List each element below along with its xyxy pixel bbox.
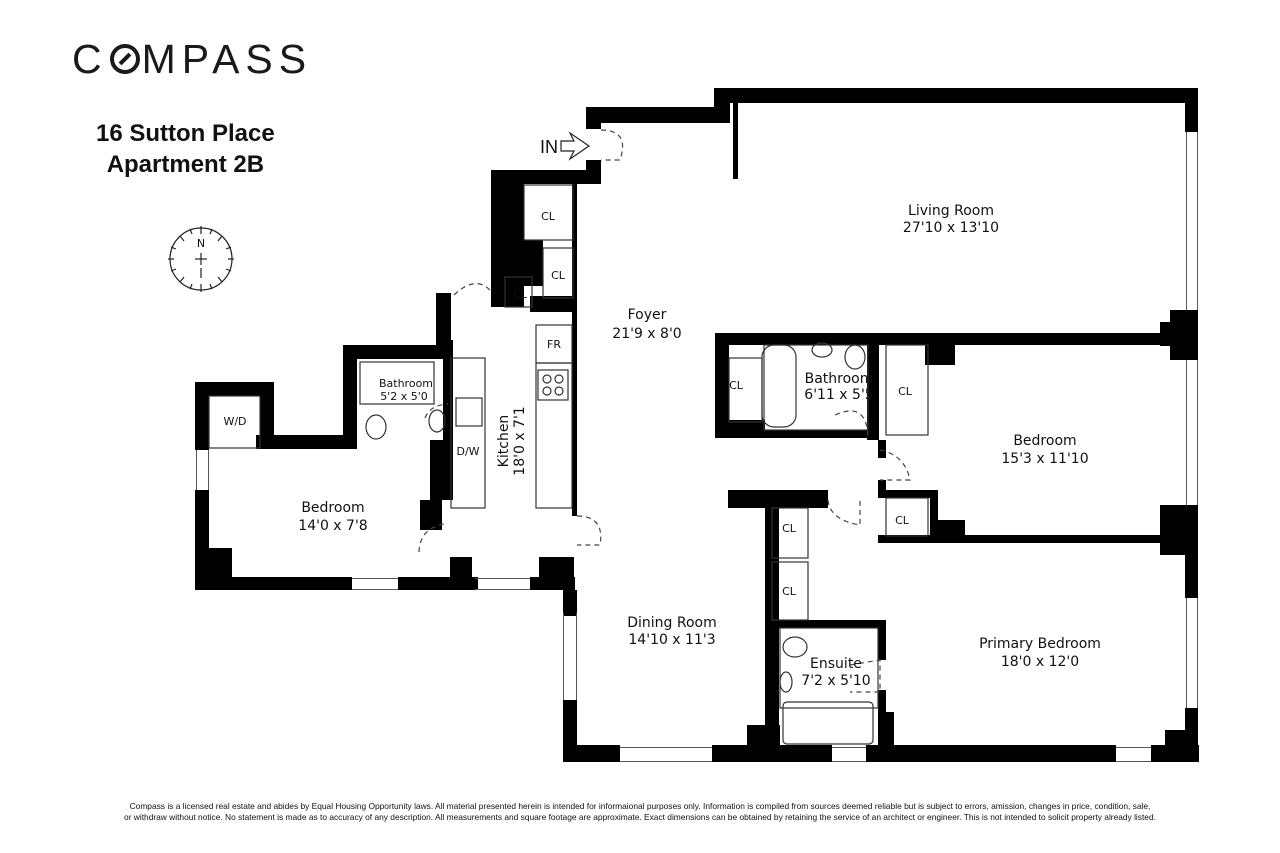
closet-label: CL xyxy=(898,385,913,398)
room-name: Ensuite xyxy=(810,656,862,672)
room-name: Bathroom xyxy=(379,377,433,390)
room-dims: 18'0 x 12'0 xyxy=(1001,654,1079,670)
compass-rose-icon xyxy=(168,226,234,292)
room-name: Bathroom xyxy=(805,371,874,387)
closet-label: CL xyxy=(895,514,910,527)
room-name: Primary Bedroom xyxy=(979,636,1101,652)
closet-label: CL xyxy=(782,522,797,535)
room-name: Kitchen xyxy=(496,415,512,468)
room-dims: 6'11 x 5'5 xyxy=(804,387,873,403)
room-ensuite: Ensuite 7'2 x 5'10 xyxy=(801,656,870,689)
compass-logo: C MPASS xyxy=(72,36,312,83)
room-dims: 27'10 x 13'10 xyxy=(903,220,999,236)
compass-north-label: N xyxy=(197,237,205,250)
room-bathroom-left: Bathroom 5'2 x 5'0 xyxy=(379,377,433,403)
room-dining-room: Dining Room 14'10 x 11'3 xyxy=(627,615,717,648)
room-name: Bedroom xyxy=(1013,433,1076,449)
logo-o-icon xyxy=(109,44,140,74)
disclaimer-line-2: or withdraw without notice. No statement… xyxy=(124,812,1156,822)
room-dims: 14'10 x 11'3 xyxy=(628,632,715,648)
entry-label: IN xyxy=(540,137,558,157)
logo-letter-c: C xyxy=(72,36,108,82)
room-dims: 18'0 x 7'1 xyxy=(512,406,528,475)
walls xyxy=(195,88,1199,762)
room-primary-bedroom: Primary Bedroom 18'0 x 12'0 xyxy=(979,636,1101,670)
room-foyer: Foyer 21'9 x 8'0 xyxy=(612,307,681,342)
room-dims: 14'0 x 7'8 xyxy=(298,518,367,534)
closet-label: CL xyxy=(782,585,797,598)
room-name: Bedroom xyxy=(301,500,364,516)
closet-label: CL xyxy=(551,269,566,282)
door-swings xyxy=(418,129,911,693)
legal-disclaimer: Compass is a licensed real estate and ab… xyxy=(20,801,1260,823)
fixtures xyxy=(208,184,929,745)
dishwasher-label: D/W xyxy=(456,445,479,458)
room-name: Living Room xyxy=(908,203,994,219)
room-dims: 5'2 x 5'0 xyxy=(380,390,428,403)
room-name: Dining Room xyxy=(627,615,717,631)
room-dims: 7'2 x 5'10 xyxy=(801,673,870,689)
washer-dryer-label: W/D xyxy=(223,415,246,428)
property-address: 16 Sutton Place Apartment 2B xyxy=(96,118,275,180)
fridge-label: FR xyxy=(547,338,561,351)
room-bedroom-right: Bedroom 15'3 x 11'10 xyxy=(1001,433,1088,467)
closet-label: CL xyxy=(729,379,744,392)
room-bedroom-left: Bedroom 14'0 x 7'8 xyxy=(298,500,367,534)
disclaimer-line-1: Compass is a licensed real estate and ab… xyxy=(129,801,1151,811)
closet-label: CL xyxy=(513,288,528,301)
address-line-2: Apartment 2B xyxy=(106,151,265,178)
address-line-1: 16 Sutton Place xyxy=(96,120,275,147)
room-living-room: Living Room 27'10 x 13'10 xyxy=(903,203,999,236)
room-name: Foyer xyxy=(628,307,667,323)
room-dims: 21'9 x 8'0 xyxy=(612,326,681,342)
entry-arrow-icon xyxy=(560,131,591,161)
logo-letters-mpass: MPASS xyxy=(141,36,313,82)
room-bathroom-center: Bathroom 6'11 x 5'5 xyxy=(804,371,873,403)
room-kitchen: Kitchen 18'0 x 7'1 xyxy=(496,406,528,475)
room-dims: 15'3 x 11'10 xyxy=(1001,451,1088,467)
closet-label: CL xyxy=(541,210,556,223)
